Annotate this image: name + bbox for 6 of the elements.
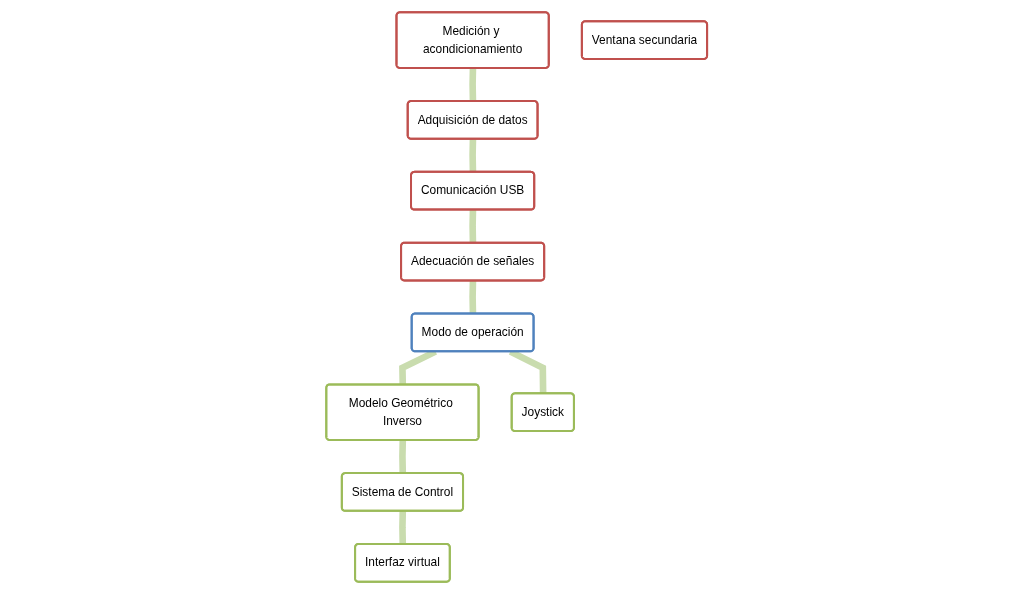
connector (469, 209, 477, 244)
connector (399, 440, 407, 474)
connector (399, 511, 407, 545)
connector (469, 68, 477, 102)
connector (469, 280, 477, 314)
connector (469, 139, 477, 173)
